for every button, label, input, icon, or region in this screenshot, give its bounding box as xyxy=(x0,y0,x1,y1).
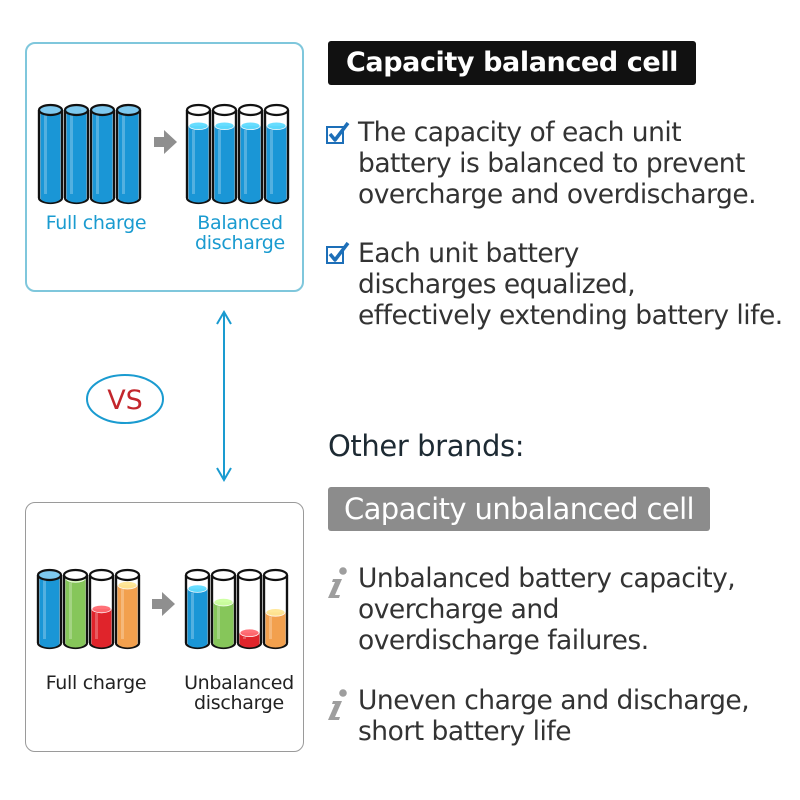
battery-charge-level xyxy=(39,575,60,648)
point-line: discharges equalized, xyxy=(358,269,636,300)
balanced-title: Capacity balanced cell xyxy=(328,41,696,85)
battery-charge-level xyxy=(188,125,209,203)
other-brands-heading: Other brands: xyxy=(328,429,525,463)
battery-group-unbalanced-discharge xyxy=(184,568,289,650)
vs-label: VS xyxy=(107,385,143,416)
checkmark-icon xyxy=(326,121,350,144)
unbalanced-point-1: Unbalanced battery capacity, overcharge … xyxy=(358,563,798,656)
info-icon xyxy=(328,689,347,720)
battery-cell xyxy=(210,568,237,650)
battery-cell xyxy=(114,568,141,650)
unbalanced-title: Capacity unbalanced cell xyxy=(328,487,710,531)
balanced-point-1: The capacity of each unit battery is bal… xyxy=(358,117,798,210)
battery-charge-level xyxy=(214,125,235,203)
balanced-panel: Full charge Balanced discharge xyxy=(25,42,304,292)
battery-charge-level xyxy=(266,125,287,203)
unbalanced-label-line1: Unbalanced xyxy=(184,672,294,694)
unbalanced-diagram xyxy=(36,568,289,650)
point-line: Uneven charge and discharge, xyxy=(358,685,750,716)
battery-cell xyxy=(37,103,64,205)
point-line: overcharge and xyxy=(358,594,559,625)
battery-charge-level xyxy=(65,578,86,648)
point-line: Unbalanced battery capacity, xyxy=(358,563,736,594)
battery-cell xyxy=(262,568,289,650)
battery-cell xyxy=(62,568,89,650)
battery-cell xyxy=(236,568,263,650)
battery-charge-level xyxy=(239,632,260,648)
battery-charge-level xyxy=(187,588,208,648)
battery-charge-level xyxy=(92,110,113,203)
checkmark-icon xyxy=(326,241,350,264)
point-line: effectively extending battery life. xyxy=(358,300,783,331)
unbalanced-point-2: Uneven charge and discharge, short batte… xyxy=(358,685,798,747)
balanced-diagram xyxy=(37,103,290,205)
battery-cell xyxy=(36,568,63,650)
double-arrow-icon xyxy=(216,310,232,482)
battery-charge-level xyxy=(265,612,286,648)
battery-group-full-charge xyxy=(37,103,142,205)
battery-charge-level xyxy=(117,585,138,648)
unbalanced-panel: Full charge Unbalanced discharge xyxy=(25,502,304,752)
battery-cell xyxy=(115,103,142,205)
battery-cell xyxy=(89,103,116,205)
arrow-right-icon xyxy=(154,130,177,154)
battery-charge-level xyxy=(213,602,234,648)
battery-cell xyxy=(185,103,212,205)
battery-charge-level xyxy=(91,609,112,648)
balanced-point-2: Each unit battery discharges equalized, … xyxy=(358,238,798,331)
point-line: The capacity of each unit xyxy=(358,117,682,148)
battery-group-full-charge-unbalanced xyxy=(36,568,141,650)
battery-charge-level xyxy=(66,110,87,203)
battery-group-balanced-discharge xyxy=(185,103,290,205)
point-line: overdischarge failures. xyxy=(358,625,649,656)
battery-charge-level xyxy=(118,110,139,203)
balanced-label-line1: Balanced xyxy=(197,212,283,234)
battery-cell xyxy=(184,568,211,650)
battery-cell xyxy=(263,103,290,205)
full-charge-label: Full charge xyxy=(45,672,147,694)
point-line: short battery life xyxy=(358,716,572,747)
info-icon xyxy=(328,567,347,598)
battery-cell xyxy=(211,103,238,205)
point-line: battery is balanced to prevent xyxy=(358,148,745,179)
balanced-label-line2: discharge xyxy=(195,232,285,254)
battery-cell xyxy=(63,103,90,205)
point-line: Each unit battery xyxy=(358,238,579,269)
point-line: overcharge and overdischarge. xyxy=(358,179,757,210)
arrow-right-icon xyxy=(152,592,175,616)
battery-charge-level xyxy=(240,125,261,203)
vs-badge: VS xyxy=(86,374,164,424)
battery-charge-level xyxy=(40,110,61,203)
battery-cell xyxy=(88,568,115,650)
battery-cell xyxy=(237,103,264,205)
unbalanced-label-line2: discharge xyxy=(194,692,284,714)
full-charge-label: Full charge xyxy=(45,212,147,234)
